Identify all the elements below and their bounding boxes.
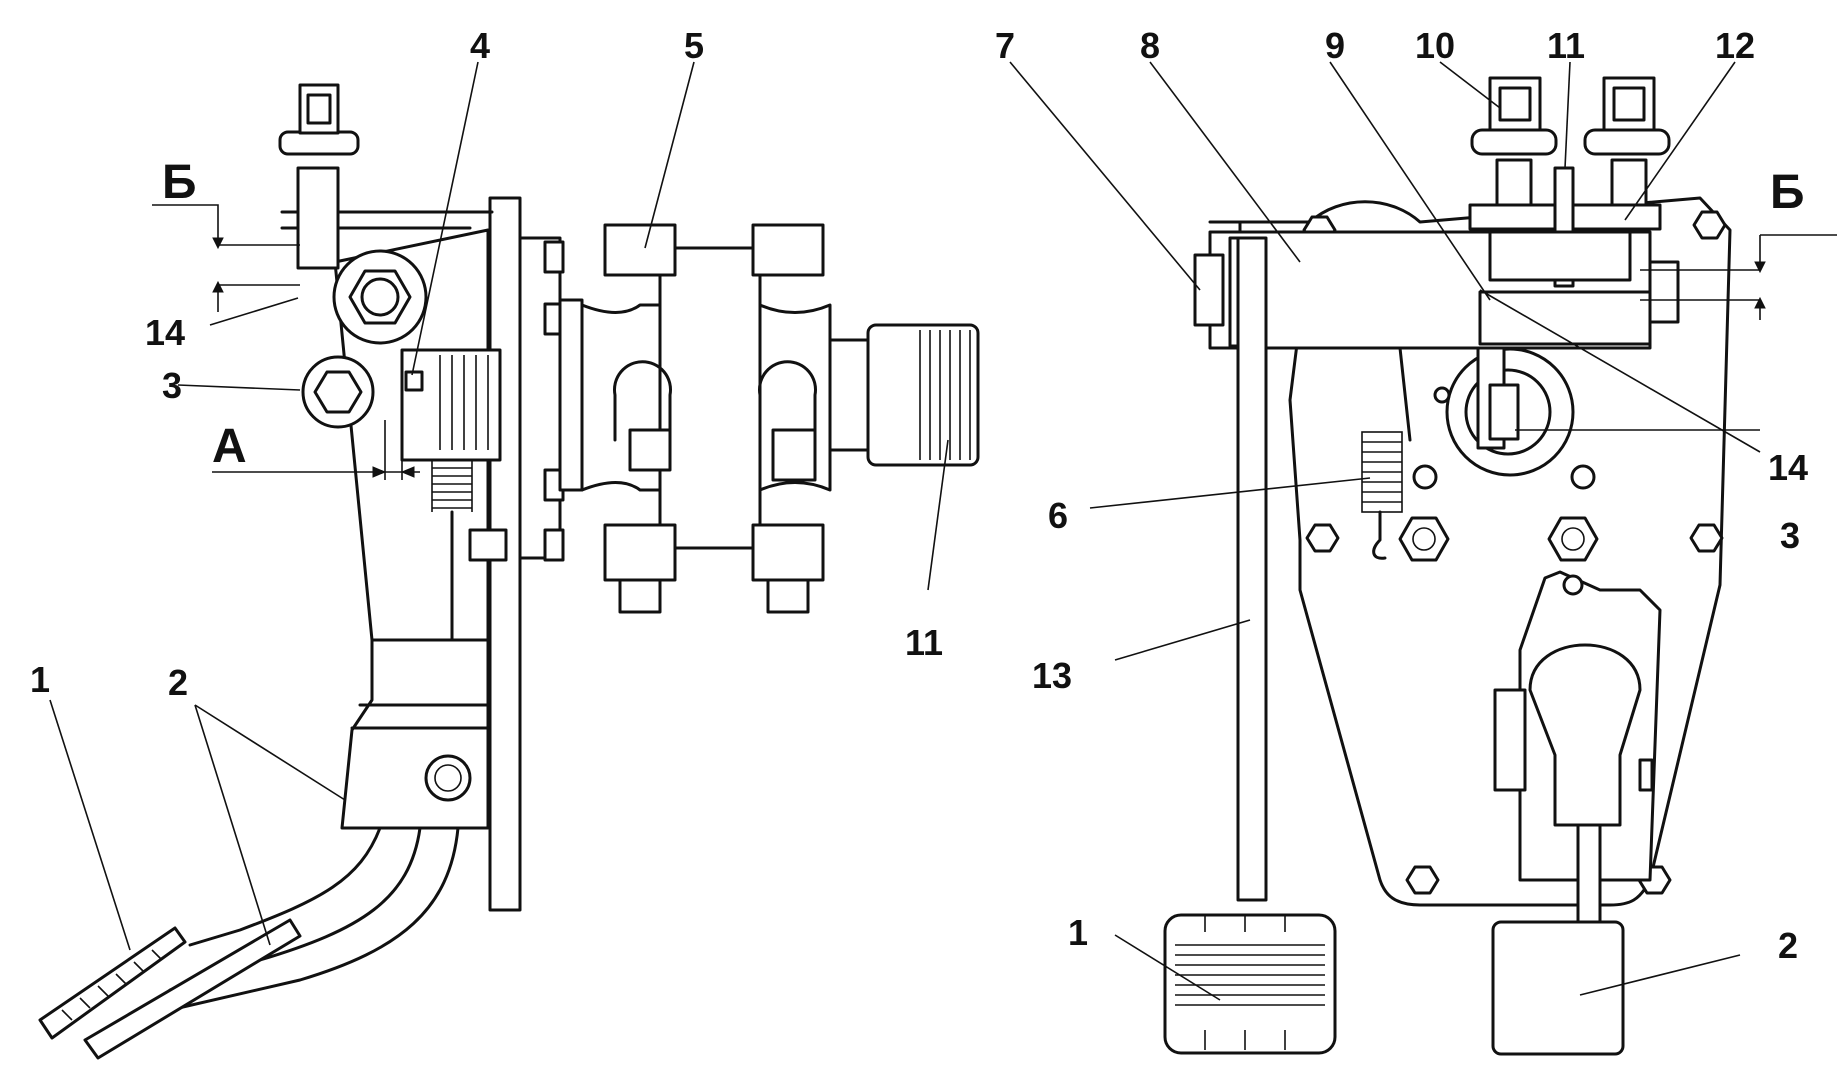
callout-4: 4 [470, 25, 490, 66]
callout-9: 9 [1325, 25, 1345, 66]
callout-11-left: 11 [905, 622, 943, 663]
housing-side-tab [1638, 758, 1654, 792]
cylinder-cap-left-top [603, 223, 677, 277]
reservoir-neck [828, 338, 872, 452]
callout-13: 13 [1032, 655, 1072, 696]
hose-clip-right [758, 360, 817, 462]
callout-1-right: 1 [1068, 912, 1088, 953]
pivot-bolt [360, 277, 400, 317]
section-b-right [1640, 234, 1837, 320]
pedal-lever-2-lower [168, 826, 460, 1012]
reservoir-knurl [919, 330, 971, 460]
brake-pedal-pad [1491, 920, 1625, 1056]
lower-nut [468, 528, 508, 562]
section-a-label: А [212, 420, 247, 473]
callout-6: 6 [1048, 495, 1068, 536]
pedal-lever-2-upper [168, 826, 422, 992]
shaft-lower-bar [1478, 290, 1652, 346]
callout-1-left: 1 [30, 659, 50, 700]
cylinder-cap-right-bottom [751, 523, 825, 582]
plate-hole-right [1570, 464, 1596, 490]
section-b-left [152, 204, 300, 312]
plate-hole-left [1412, 464, 1438, 490]
switch-ribs [439, 355, 489, 450]
cylinder-port-right [766, 578, 810, 614]
adjusting-hex [313, 370, 363, 414]
brake-pedal-stem [1576, 823, 1602, 927]
plate-nut-right [1547, 516, 1599, 562]
stop-light-switch-left [1470, 76, 1558, 217]
pedal-lever-1 [188, 826, 382, 947]
section-a-dimension [212, 420, 420, 480]
bracket-bolt [424, 754, 472, 802]
hose-clamp-left [628, 428, 672, 472]
callout-2-left: 2 [168, 662, 188, 703]
callout-labels: 1 2 3 4 5 14 11 7 8 9 10 11 12 14 3 6 13… [30, 25, 1808, 966]
callout-12: 12 [1715, 25, 1755, 66]
pedal-pad-2 [83, 918, 302, 1060]
clutch-pedal-pad [1163, 913, 1337, 1055]
callout-11-right: 11 [1547, 25, 1585, 66]
callout-3-right: 3 [1780, 515, 1800, 556]
return-spring-front [1361, 431, 1403, 513]
switch-mount-block [1488, 230, 1632, 282]
callout-14-left: 14 [145, 312, 185, 353]
lever-9-head [1488, 383, 1520, 441]
section-b-right-label: Б [1770, 166, 1805, 219]
callout-3-left: 3 [162, 365, 182, 406]
return-spring-left [431, 459, 473, 512]
hose-clip-left [613, 360, 672, 462]
housing-side-left [1493, 688, 1527, 792]
bracket-edges [350, 703, 490, 730]
cylinder-gasket [558, 298, 584, 492]
switch-tab [404, 370, 424, 392]
brake-pedal-housing [1528, 643, 1642, 827]
section-labels: Б Б А [162, 156, 1805, 473]
callout-2-right: 2 [1778, 925, 1798, 966]
front-view [1163, 76, 1732, 1056]
clutch-pedal-arm [1236, 236, 1268, 902]
plate-flange [518, 236, 562, 560]
pad-1-ribs [61, 949, 163, 1021]
plate-nut-left [1398, 516, 1450, 562]
lower-bracket [340, 638, 490, 830]
upper-switch-pin [306, 93, 332, 125]
reservoir-cap [866, 323, 980, 467]
section-b-left-label: Б [162, 156, 197, 209]
clutch-pad-ribs [1175, 915, 1325, 1050]
upper-switch-body [298, 83, 340, 135]
cylinder-cap-right-top [751, 223, 825, 277]
brake-switch-block [400, 348, 502, 462]
cylinder-cap-left-bottom [603, 523, 677, 582]
lever-pin [1433, 386, 1451, 404]
bracket-hole [1562, 574, 1584, 596]
side-view [38, 83, 980, 1060]
plate-hex-bolts [1302, 210, 1727, 895]
upper-switch-base [278, 130, 360, 156]
callout-8: 8 [1140, 25, 1160, 66]
hose-clamp-right [771, 428, 817, 482]
spring-end-hook [1372, 510, 1387, 560]
callout-14-right: 14 [1768, 447, 1808, 488]
spring-hook [1398, 346, 1412, 442]
leader-lines [49, 61, 1761, 1001]
callout-5: 5 [684, 25, 704, 66]
upper-rod [296, 166, 340, 270]
cylinder-port-left [618, 578, 662, 614]
stop-light-switch-right [1583, 76, 1671, 217]
pedal-pad-1 [38, 926, 187, 1040]
shaft-end-right [1648, 260, 1680, 324]
callout-7: 7 [995, 25, 1015, 66]
cylinder-flange [658, 246, 762, 550]
callout-10: 10 [1415, 25, 1455, 66]
